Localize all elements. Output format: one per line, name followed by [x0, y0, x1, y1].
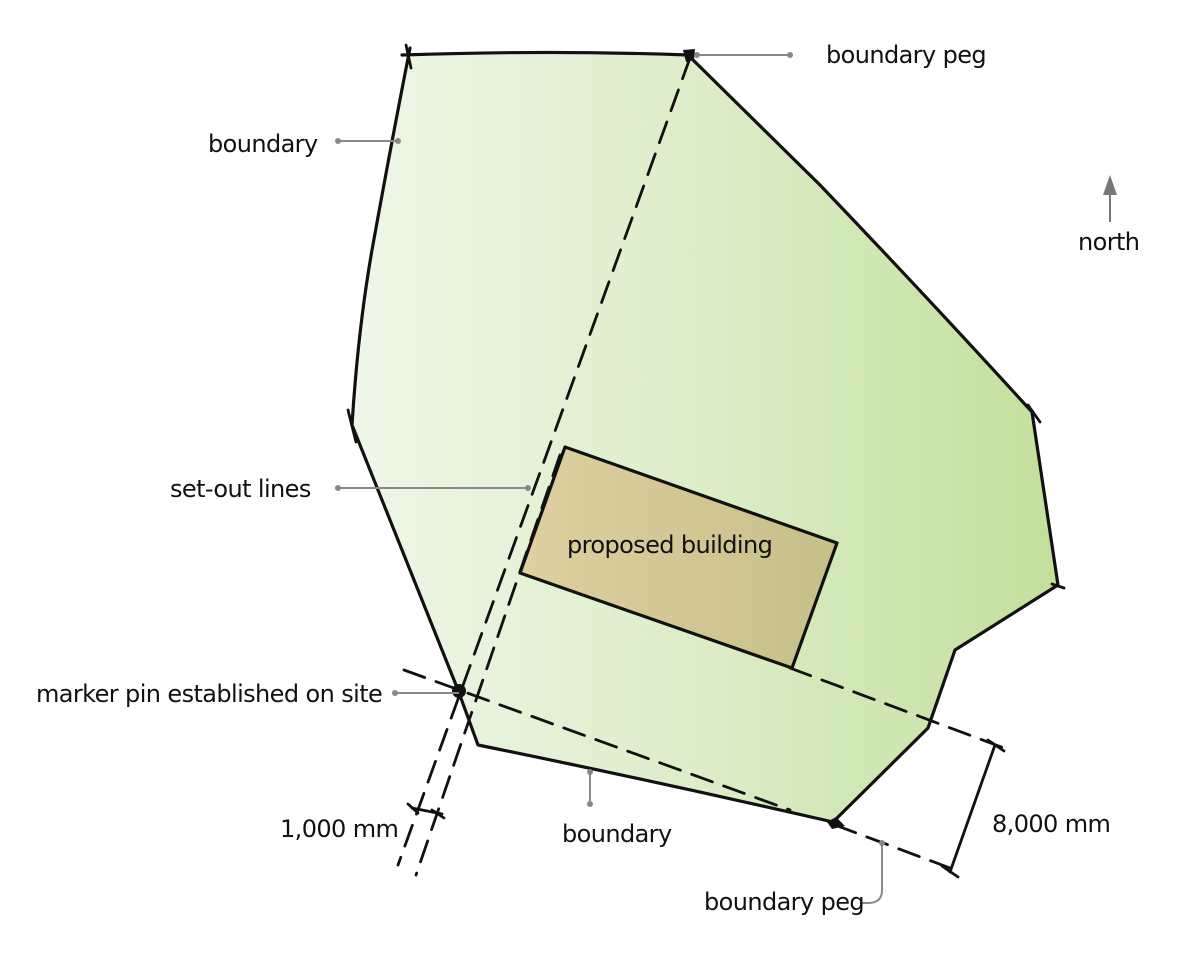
label-boundary-bottom: boundary	[562, 769, 673, 848]
proposed-building-label: proposed building	[567, 531, 772, 559]
site-boundary-polygon	[352, 55, 1058, 822]
label-marker-pin: marker pin established on site	[36, 680, 459, 708]
svg-text:boundary: boundary	[562, 820, 672, 848]
svg-text:boundary peg: boundary peg	[826, 41, 986, 69]
svg-text:boundary peg: boundary peg	[704, 888, 864, 916]
set-out-line-1	[396, 56, 692, 867]
set-out-line-3	[402, 668, 792, 812]
north-label: north	[1078, 228, 1139, 256]
svg-text:marker pin established on site: marker pin established on site	[36, 680, 382, 708]
dimension-line-8000	[948, 743, 997, 874]
svg-text:boundary: boundary	[208, 130, 318, 158]
site-boundary-outline	[350, 46, 1060, 824]
proposed-building-shape	[518, 445, 839, 670]
boundary-peg-top-icon	[683, 49, 695, 62]
corner-tick-left	[346, 408, 358, 444]
label-set-out-lines: set-out lines	[170, 475, 531, 503]
north-arrow: north	[1078, 175, 1140, 256]
dimension-label-1000: 1,000 mm	[280, 815, 398, 843]
dimension-tick-8000-top	[986, 738, 1006, 753]
corner-tick-right-top	[1026, 403, 1042, 424]
dimension-label-8000: 8,000 mm	[992, 810, 1110, 838]
dimension-tick-8000-bottom	[940, 864, 960, 879]
set-out-line-5	[833, 823, 952, 870]
label-boundary-peg-top: boundary peg	[694, 41, 987, 69]
north-arrow-icon	[1103, 175, 1117, 195]
label-boundary-peg-bottom: boundary peg	[704, 840, 885, 916]
marker-pin-icon	[452, 684, 466, 698]
corner-tick-top-left	[404, 43, 413, 70]
dimension-tick-1000-left	[406, 802, 420, 815]
svg-text:set-out lines: set-out lines	[170, 475, 311, 503]
label-boundary-top-left: boundary	[208, 130, 401, 158]
set-out-line-4	[788, 666, 1006, 750]
boundary-peg-bottom-icon	[827, 817, 845, 829]
dimension-tick-1000-right	[430, 808, 446, 820]
corner-tick-right-bottom	[1050, 582, 1066, 590]
